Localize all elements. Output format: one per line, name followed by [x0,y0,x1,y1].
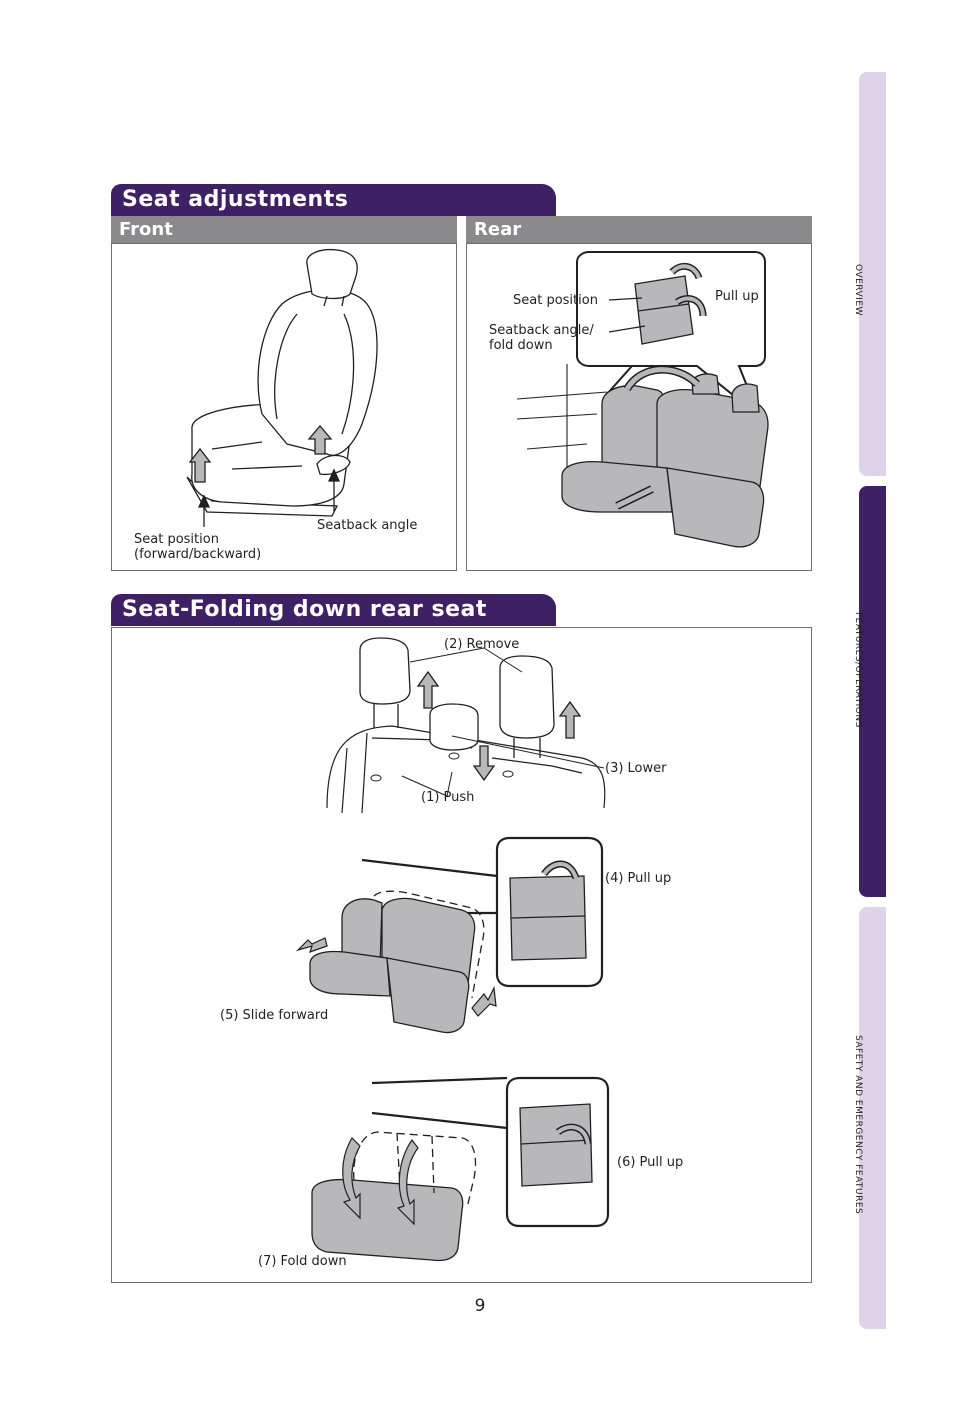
tab-label-overview: OVERVIEW [853,264,863,316]
section-banner-folding: Seat-Folding down rear seat [111,594,556,626]
rear-seatback-angle-label: Seatback angle/ fold down [489,323,594,353]
front-panel: Seat position (forward/backward) Seatbac… [111,243,457,571]
section-tabs [859,72,886,1329]
tab-safety-emergency[interactable] [859,907,886,1329]
rear-seat-position-label: Seat position [513,293,598,308]
step4-pull-up-label: (4) Pull up [605,871,672,886]
step3-lower-label: (3) Lower [605,761,667,776]
front-seatback-angle-label: Seatback angle [317,518,418,533]
rear-seat-illustration [516,251,769,548]
front-heading: Front [111,216,457,243]
page-number: 9 [474,1296,486,1316]
tab-label-safety: SAFETY AND EMERGENCY FEATURES [853,1035,863,1215]
step6-pull-up-label: (6) Pull up [617,1155,684,1170]
step7-fold-down-label: (7) Fold down [258,1254,347,1269]
tab-features-operations[interactable] [859,486,886,897]
section-banner-adjustments: Seat adjustments [111,184,556,216]
step1-push-label: (1) Push [421,790,475,805]
step2-remove-label: (2) Remove [444,637,520,652]
tab-overview[interactable] [859,72,886,476]
rear-pull-up-label: Pull up [715,289,759,304]
rear-panel: Seat position Pull up Seatback angle/ fo… [466,243,812,571]
folding-panel: (2) Remove (3) Lower (1) Push (4) Pull u… [111,627,812,1283]
rear-heading: Rear [466,216,812,243]
tab-label-features: FEATURES/OPERATIONS [853,612,863,728]
front-seat-illustration [186,248,378,527]
folding-steps-illustration [295,637,610,1262]
step5-slide-forward-label: (5) Slide forward [220,1008,329,1023]
front-seat-position-label: Seat position (forward/backward) [134,532,262,562]
